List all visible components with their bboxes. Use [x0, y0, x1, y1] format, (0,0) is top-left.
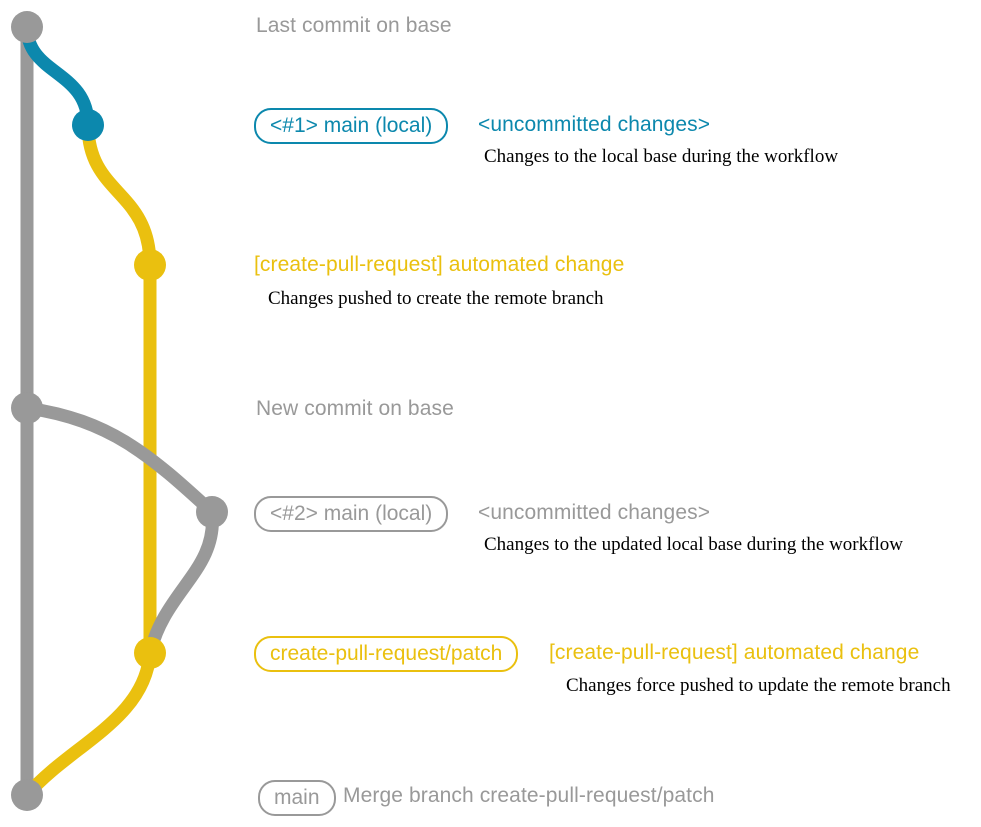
commit-note-local-1: Changes to the local base during the wor… — [484, 146, 839, 167]
commit-note-local-2: Changes to the updated local base during… — [484, 534, 903, 555]
commit-subject-cpr-1: [create-pull-request] automated change — [254, 253, 625, 276]
heading-new-commit-on-base: New commit on base — [256, 397, 454, 420]
branch-pill-local-2[interactable]: <#2> main (local) — [254, 496, 449, 532]
graph-edge-local2-to-cpr2 — [143, 505, 219, 660]
commit-node-cpr-2[interactable] — [134, 637, 166, 669]
branch-pill-create-pull-request-patch[interactable]: create-pull-request/patch — [254, 636, 519, 672]
commit-subject-local-1: <uncommitted changes> — [478, 113, 711, 136]
branch-pill-main[interactable]: main — [258, 780, 336, 816]
commit-note-cpr-1: Changes pushed to create the remote bran… — [268, 288, 604, 309]
commit-node-cpr-1[interactable] — [134, 249, 166, 281]
commit-node-merge[interactable] — [11, 779, 43, 811]
branch-pill-local-1[interactable]: <#1> main (local) — [254, 108, 449, 144]
commit-subject-cpr-2: [create-pull-request] automated change — [549, 641, 920, 664]
heading-last-commit-on-base: Last commit on base — [256, 14, 452, 37]
graph-edge-base-to-local1 — [20, 20, 95, 132]
graph-edge-cpr2-to-merge — [20, 646, 157, 802]
commit-node-local-1[interactable] — [72, 109, 104, 141]
commit-node-base-new[interactable] — [11, 392, 43, 424]
graph-edge-basenew-to-local2 — [20, 401, 219, 519]
commit-note-cpr-2: Changes force pushed to update the remot… — [566, 675, 951, 696]
commit-subject-local-2: <uncommitted changes> — [478, 501, 711, 524]
commit-node-base-last[interactable] — [11, 11, 43, 43]
commit-subject-merge: Merge branch create-pull-request/patch — [343, 784, 715, 807]
graph-edge-local1-to-cpr1 — [81, 118, 157, 272]
commit-node-local-2[interactable] — [196, 496, 228, 528]
